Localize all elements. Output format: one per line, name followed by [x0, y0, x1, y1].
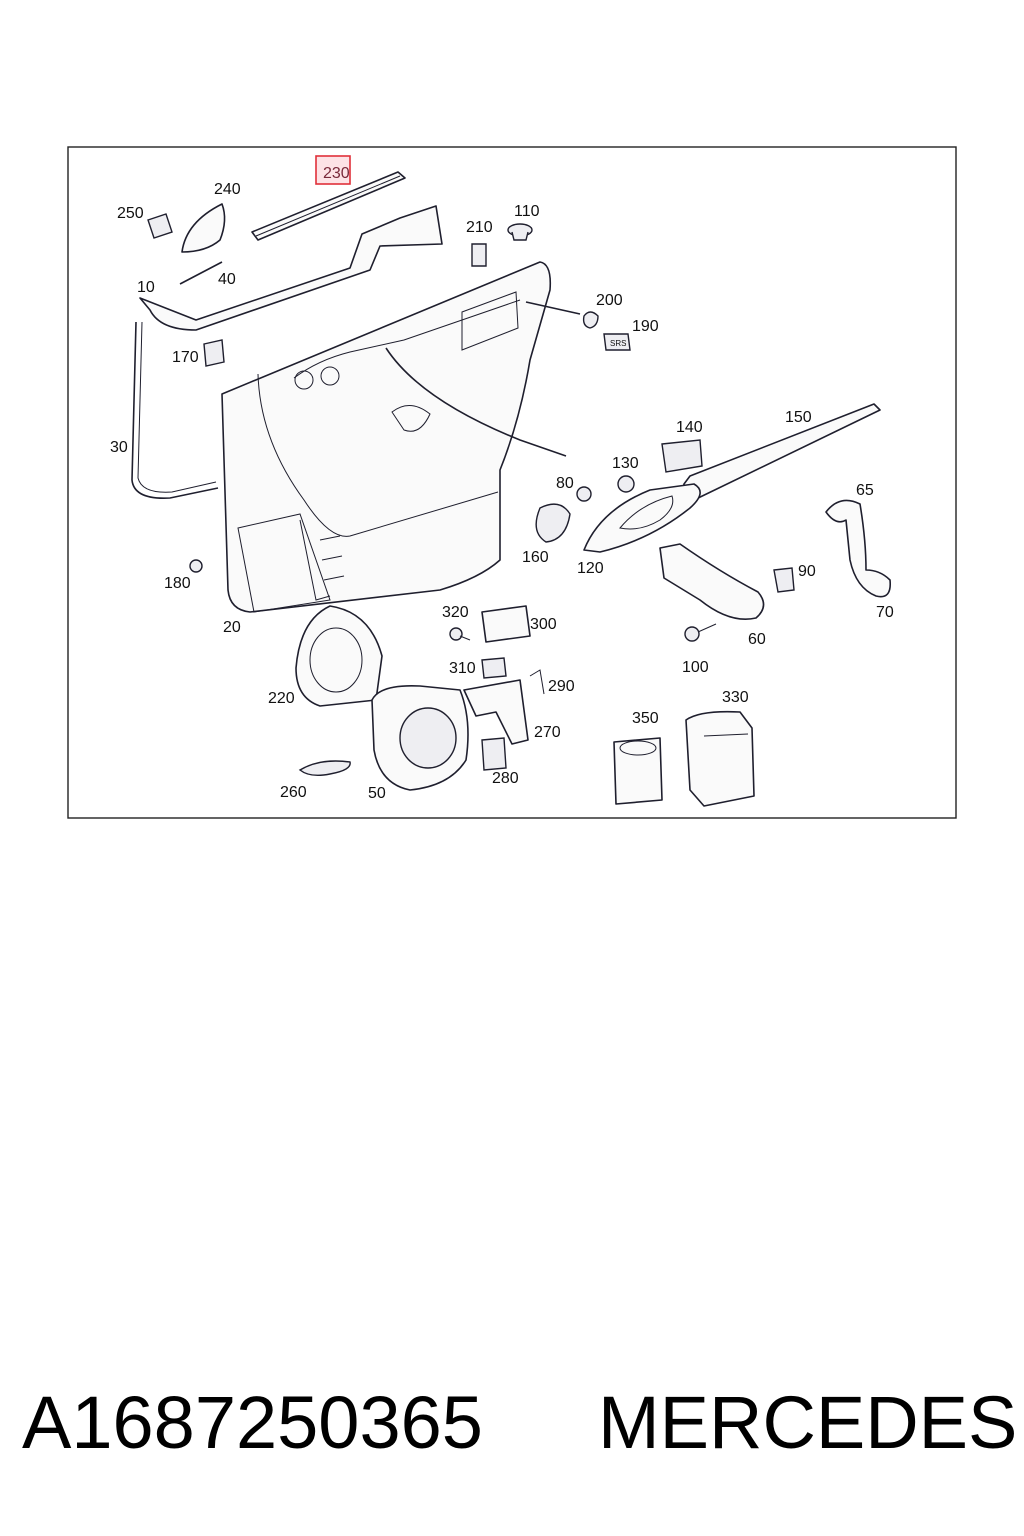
label-170: 170 [172, 349, 199, 366]
label-290: 290 [548, 678, 575, 695]
window-seal-strip-part [251, 171, 406, 241]
part-number: A1687250365 [22, 1381, 483, 1464]
grommet-part [507, 223, 533, 241]
label-190: 190 [632, 318, 659, 335]
label-180: 180 [164, 575, 191, 592]
trim-strip-part [179, 261, 223, 285]
cup-holder-part [613, 737, 663, 805]
label-210: 210 [466, 219, 493, 236]
label-130: 130 [612, 455, 639, 472]
handle-leader-line [385, 347, 567, 457]
bolt-shaft [459, 635, 471, 641]
label-90: 90 [798, 563, 816, 580]
speaker-ring-part [295, 605, 383, 707]
label-65: 65 [856, 482, 874, 499]
star-cap-part [576, 486, 592, 502]
label-260: 260 [280, 784, 307, 801]
label-300: 300 [530, 616, 557, 633]
label-310: 310 [449, 660, 476, 677]
grip-screw-part [684, 626, 700, 642]
label-50: 50 [368, 785, 386, 802]
label-220: 220 [268, 690, 295, 707]
cover-screw-part [617, 475, 635, 493]
srs-screw-part [582, 311, 599, 329]
label-60: 60 [748, 631, 766, 648]
clip-90-part [773, 567, 795, 593]
label-40: 40 [218, 271, 236, 288]
bolt-part [449, 627, 463, 641]
label-70: 70 [876, 604, 894, 621]
door-seal-part [131, 321, 219, 499]
label-120: 120 [577, 560, 604, 577]
emblem-part [298, 760, 351, 777]
highlight-box [315, 155, 351, 185]
mirror-cover-part [181, 203, 226, 253]
door-seal-inner [137, 321, 217, 493]
svg-text:SRS: SRS [610, 339, 626, 348]
moisture-barrier-part [139, 205, 443, 331]
highlighted-part-label: 230 [315, 155, 351, 185]
label-30: 30 [110, 439, 128, 456]
clip-part [147, 213, 173, 239]
brand-name: MERCEDES [598, 1381, 1018, 1464]
label-350: 350 [632, 710, 659, 727]
retaining-clip-part [203, 339, 225, 367]
leader-arrow [525, 301, 581, 315]
lock-surround-part [535, 503, 571, 543]
grip-screw-shaft [697, 623, 717, 633]
label-280: 280 [492, 770, 519, 787]
label-10: 10 [137, 279, 155, 296]
label-100: 100 [682, 659, 709, 676]
label-20: 20 [223, 619, 241, 636]
speaker-cover-part [371, 684, 469, 791]
label-240: 240 [214, 181, 241, 198]
speaker-bracket-part [463, 679, 529, 745]
handle-bracket-part [661, 439, 703, 473]
storage-box-part [481, 605, 531, 643]
label-150: 150 [785, 409, 812, 426]
bracket-clip-part [471, 243, 487, 267]
door-panel-part [221, 261, 552, 613]
label-230: 230 [323, 165, 350, 182]
label-160: 160 [522, 549, 549, 566]
srs-badge-part: SRS [603, 333, 631, 351]
label-320: 320 [442, 604, 469, 621]
part-labels: 250 240 40 10 210 110 200 190 170 30 150… [110, 181, 894, 802]
label-80: 80 [556, 475, 574, 492]
label-250: 250 [117, 205, 144, 222]
clip-310-part [481, 657, 507, 679]
pull-handle-part [825, 499, 892, 598]
label-110: 110 [514, 203, 540, 220]
armrest-grip-part [659, 543, 765, 620]
hook-part [529, 669, 545, 695]
ashtray-part [685, 710, 755, 807]
label-270: 270 [534, 724, 561, 741]
label-200: 200 [596, 292, 623, 309]
screw-part [189, 559, 203, 573]
plate-part [481, 737, 507, 771]
label-140: 140 [676, 419, 703, 436]
door-handle-part [583, 483, 701, 553]
label-330: 330 [722, 689, 749, 706]
